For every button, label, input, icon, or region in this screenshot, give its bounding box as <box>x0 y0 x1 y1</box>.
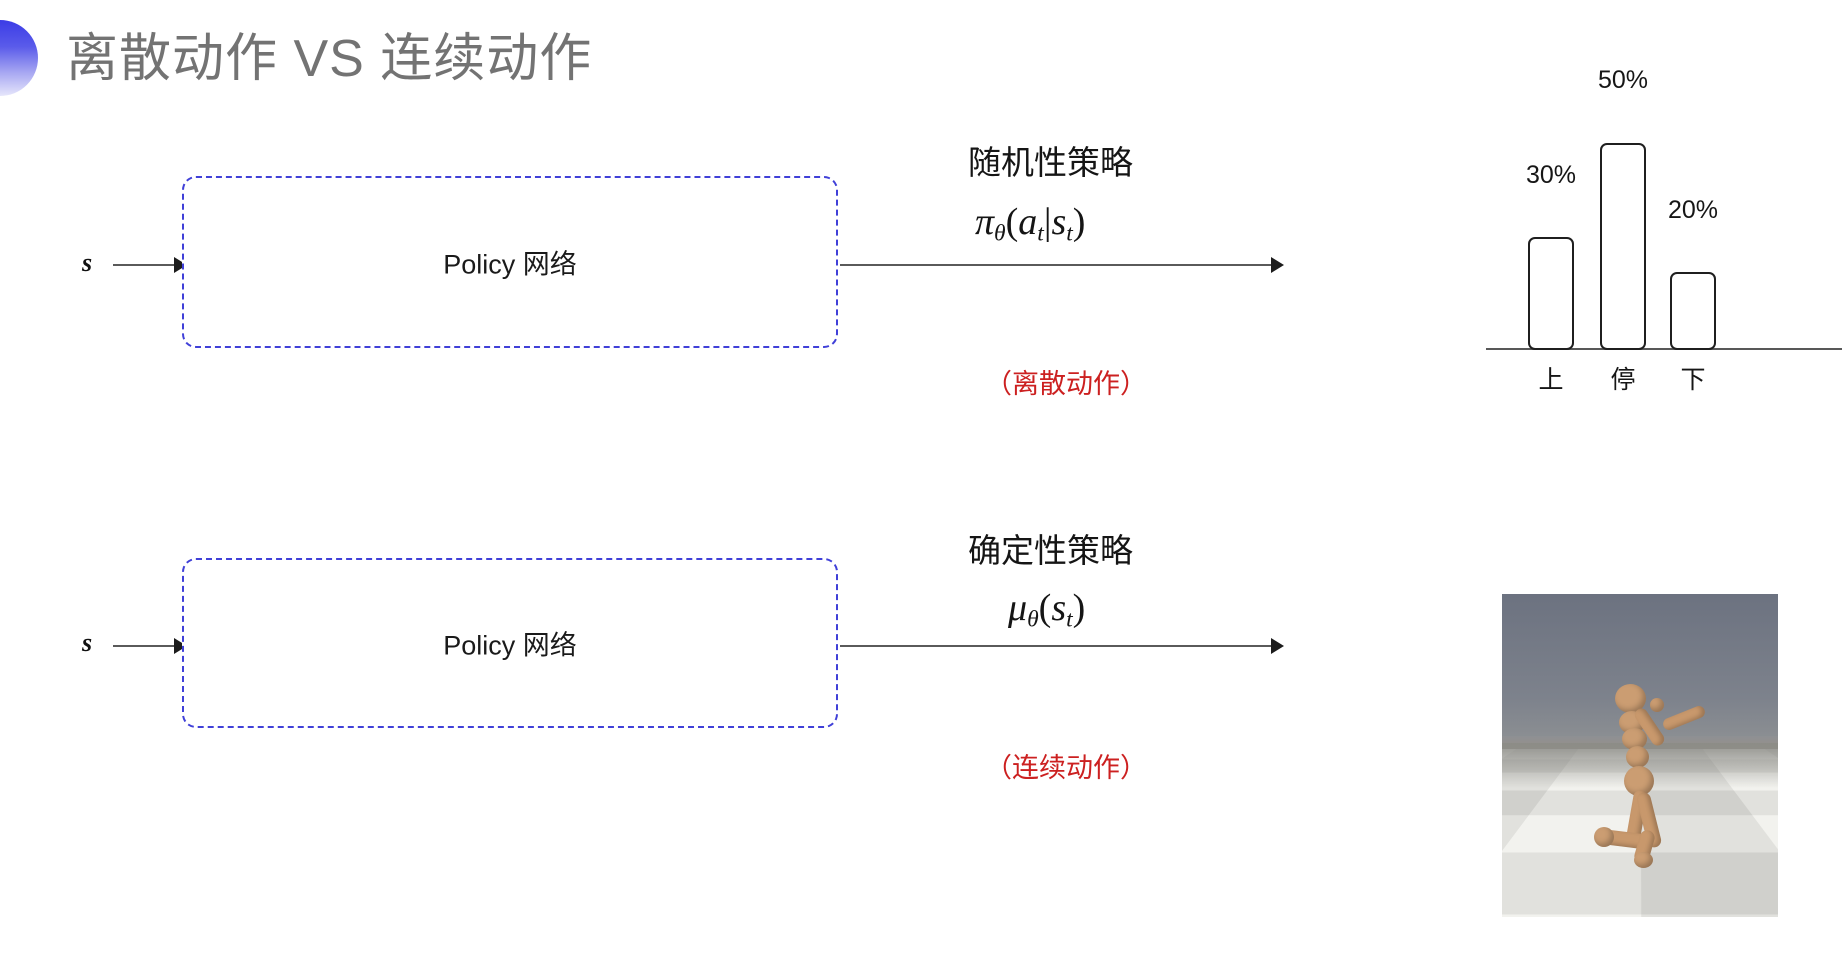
chart-x-axis <box>1486 348 1842 350</box>
bar-category-label-0: 上 <box>1538 366 1564 394</box>
policy-kind-discrete: 随机性策略 <box>968 144 1133 181</box>
humanoid-waist <box>1626 746 1649 768</box>
policy-network-box-discrete[interactable]: Policy 网络 <box>182 176 838 348</box>
formula-close-paren: ) <box>1072 201 1086 243</box>
policy-network-label-discrete: Policy 网络 <box>443 249 577 280</box>
bar-rect-0 <box>1528 237 1574 350</box>
humanoid-chest-lower <box>1622 728 1647 750</box>
humanoid-foot-right <box>1634 852 1653 868</box>
formula-fn-sub: θ <box>1027 606 1039 633</box>
policy-network-label-continuous: Policy 网络 <box>443 630 577 661</box>
bar-rect-1 <box>1600 143 1646 350</box>
policy-formula-continuous: μθ(st) <box>1008 586 1085 634</box>
output-arrow-continuous <box>840 645 1282 647</box>
policy-note-continuous: （连续动作） <box>985 753 1147 783</box>
formula-arg1-sub: t <box>1037 220 1044 247</box>
bar-category-label-1: 停 <box>1610 366 1636 394</box>
input-state-label-continuous: s <box>82 628 93 657</box>
policy-note-discrete: （离散动作） <box>985 369 1147 399</box>
title-bullet-icon <box>0 20 38 96</box>
humanoid-simulation-figure <box>1502 594 1778 917</box>
bar-value-label-1: 50% <box>1597 66 1649 94</box>
formula-arg1: s <box>1051 587 1067 629</box>
bar-rect-2 <box>1670 272 1716 350</box>
formula-open-paren: ( <box>1005 201 1019 243</box>
policy-network-box-continuous[interactable]: Policy 网络 <box>182 558 838 728</box>
formula-arg2: s <box>1051 201 1067 243</box>
input-state-label-discrete: s <box>82 248 93 277</box>
formula-fn: μ <box>1008 587 1028 629</box>
output-arrow-discrete <box>840 264 1282 266</box>
page-title: 离散动作 VS 连续动作 <box>66 30 593 88</box>
formula-arg2-sub: t <box>1066 220 1073 247</box>
formula-fn: π <box>975 201 995 243</box>
bar-category-label-2: 下 <box>1680 366 1706 394</box>
input-arrow-continuous <box>113 645 185 647</box>
slide-bottom-edge <box>0 958 1846 966</box>
formula-arg1-sub: t <box>1066 606 1073 633</box>
policy-kind-continuous: 确定性策略 <box>968 532 1133 569</box>
humanoid-hand <box>1650 698 1664 712</box>
formula-fn-sub: θ <box>994 220 1006 247</box>
input-arrow-discrete <box>113 264 185 266</box>
action-probability-bar-chart: 30% 上 50% 停 20% 下 <box>1480 66 1846 395</box>
formula-bar: | <box>1043 201 1052 243</box>
formula-arg1: a <box>1018 201 1038 243</box>
formula-open-paren: ( <box>1038 587 1052 629</box>
bar-value-label-2: 20% <box>1667 196 1719 224</box>
bar-value-label-0: 30% <box>1525 161 1577 189</box>
slide-right-edge <box>1842 0 1846 966</box>
humanoid-foot-left <box>1594 827 1614 847</box>
policy-formula-discrete: πθ(at|st) <box>975 200 1085 248</box>
formula-close-paren: ) <box>1072 587 1086 629</box>
